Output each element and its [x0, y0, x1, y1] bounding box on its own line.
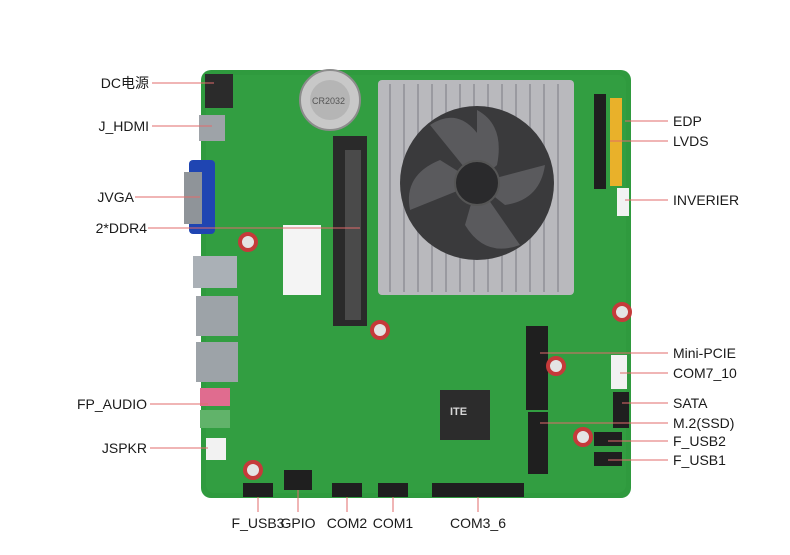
label-inverier: INVERIER	[673, 192, 740, 208]
f-usb2-header	[594, 432, 622, 446]
capacitor	[238, 232, 258, 252]
com7-10-header	[611, 355, 627, 389]
label-sata: SATA	[673, 395, 708, 411]
label-f-usb2: F_USB2	[673, 433, 726, 449]
f-usb3-header	[243, 483, 273, 497]
lan-port-a	[196, 296, 238, 336]
gpio-header	[284, 470, 312, 490]
label-f-usb3: F_USB3	[231, 515, 285, 531]
lan-port-b	[196, 342, 238, 382]
audio-jack-pink	[200, 388, 230, 406]
audio-jack-green	[200, 410, 230, 428]
label-jspkr: JSPKR	[101, 440, 147, 456]
capacitor	[243, 460, 263, 480]
vga-port-metal	[184, 172, 202, 224]
cmos-battery-inner	[310, 80, 350, 120]
label-j-hdmi: J_HDMI	[98, 118, 149, 134]
label-gpio: GPIO	[280, 515, 316, 531]
lvds-header	[594, 94, 606, 189]
chipset	[440, 390, 490, 440]
com3-6-header	[432, 483, 524, 497]
ddr-slot-b	[345, 150, 361, 320]
f-usb1-header	[594, 452, 622, 466]
inverter-header	[617, 188, 629, 216]
usb-port-top	[193, 256, 237, 288]
speaker-header	[206, 438, 226, 460]
chip-logo-text: ITE	[450, 406, 468, 418]
label-com1: COM1	[372, 515, 414, 531]
capacitor	[546, 356, 566, 376]
hdmi-port	[199, 115, 225, 141]
com2-header	[332, 483, 362, 497]
label-mini-pcie: Mini-PCIE	[673, 345, 737, 361]
label-dc-power: DC电源	[100, 75, 149, 91]
mini-pcie-slot	[526, 326, 548, 410]
label-edp: EDP	[673, 113, 702, 129]
m2-slot	[528, 412, 548, 474]
dc-jack	[205, 74, 233, 108]
capacitor	[612, 302, 632, 322]
fan-hub	[454, 160, 500, 206]
capacitor	[573, 427, 593, 447]
ddr-label	[283, 225, 321, 295]
capacitor	[370, 320, 390, 340]
sata-port	[613, 392, 629, 428]
label-com2: COM2	[326, 515, 368, 531]
battery-text: CR2032	[312, 96, 346, 106]
label-lvds: LVDS	[673, 133, 709, 149]
label-ddr4: 2*DDR4	[95, 220, 147, 236]
label-com3-6: COM3_6	[449, 515, 507, 531]
label-com7-10: COM7_10	[673, 365, 737, 381]
label-f-usb1: F_USB1	[673, 452, 726, 468]
leader-lines	[135, 82, 668, 512]
label-jvga: JVGA	[97, 189, 134, 205]
label-fp-audio: FP_AUDIO	[76, 396, 147, 412]
label-m2-ssd: M.2(SSD)	[673, 415, 735, 431]
edp-header	[610, 98, 622, 186]
com1-header	[378, 483, 408, 497]
